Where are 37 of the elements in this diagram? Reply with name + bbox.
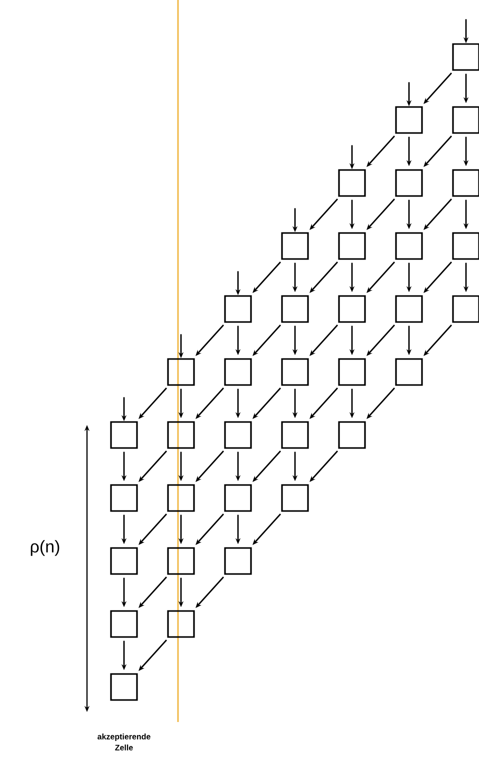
cell-box: [224, 358, 252, 386]
cell-box: [281, 421, 309, 449]
cell-box: [110, 484, 138, 512]
cell-box: [167, 358, 195, 386]
cell-box: [110, 421, 138, 449]
cell-box: [224, 295, 252, 323]
cell-box: [224, 484, 252, 512]
cell-box: [395, 295, 423, 323]
cell-box: [452, 43, 479, 71]
cell-box: [338, 169, 366, 197]
cell-box: [338, 358, 366, 386]
cell-box: [224, 421, 252, 449]
cell-box: [281, 295, 309, 323]
cell-box: [338, 421, 366, 449]
cell-box: [452, 295, 479, 323]
cell-box: [395, 169, 423, 197]
cell-caption: akzeptierende Zelle: [98, 734, 150, 750]
cell-box: [167, 547, 195, 575]
measure-label: ρ(n): [30, 540, 60, 556]
cell-box: [110, 547, 138, 575]
cell-box: [395, 106, 423, 134]
cell-box: [281, 358, 309, 386]
cell-box: [395, 358, 423, 386]
cell-box: [452, 232, 479, 260]
cell-box: [452, 169, 479, 197]
cell-box: [281, 232, 309, 260]
cell-box: [338, 295, 366, 323]
cell-box: [167, 421, 195, 449]
cell-box: [167, 610, 195, 638]
cell-box: [110, 610, 138, 638]
cell-box: [338, 232, 366, 260]
cell-box: [281, 484, 309, 512]
cell-box: [452, 106, 479, 134]
cell-box: [167, 484, 195, 512]
cell-box: [110, 673, 138, 701]
cell-box: [395, 232, 423, 260]
cell-box: [224, 547, 252, 575]
